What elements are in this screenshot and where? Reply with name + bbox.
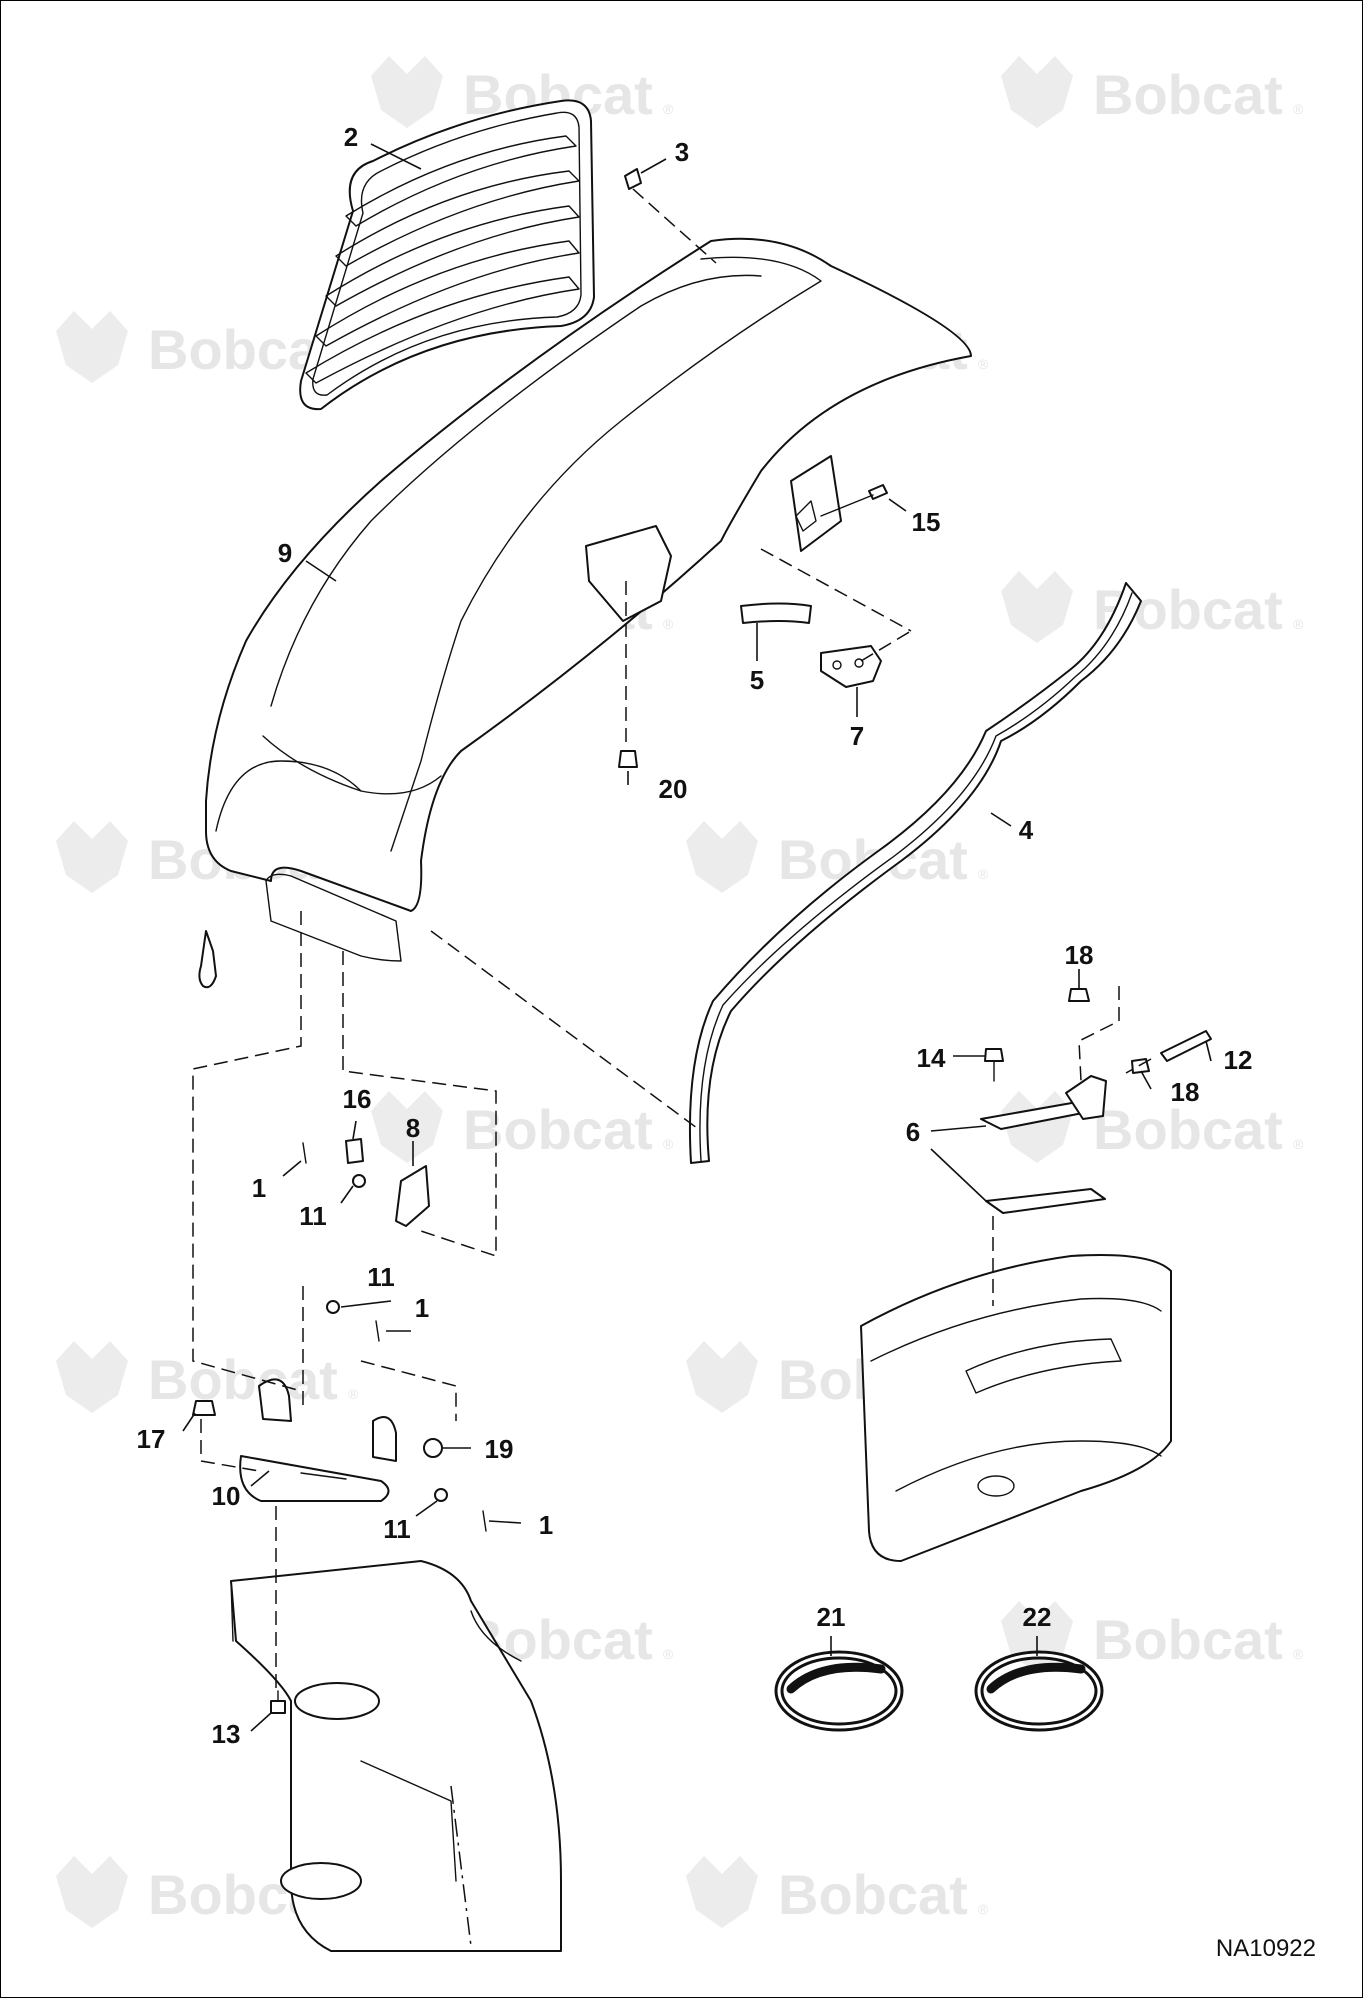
watermark-brand-text: Bobcat [148,1348,338,1411]
part-seal-strip [740,602,812,624]
watermark-registered-mark: ® [663,616,674,632]
part-hood [198,237,972,989]
callout-22: 22 [1023,1602,1052,1632]
part-pin-16 [345,1138,364,1164]
part-seal-coil-22 [974,1650,1104,1732]
part-bolt-14 [984,1048,1004,1082]
callout-9: 9 [278,538,292,568]
callout-11c: 11 [383,1514,411,1544]
watermark-logo: Bobcat ® [686,1856,989,1928]
assembly-lines [192,188,1152,1947]
part-seal-coil-21 [774,1650,904,1732]
callout-7: 7 [850,721,864,751]
part-bolt-15 [820,484,888,517]
part-bracket-6 [980,1075,1107,1214]
callout-18a: 18 [1065,940,1094,970]
callout-11a: 11 [299,1201,327,1231]
drawing-number: NA10922 [1216,1935,1316,1962]
part-plate-10 [239,1378,397,1502]
callout-5: 5 [750,665,764,695]
watermark-registered-mark: ® [663,101,674,117]
callout-15: 15 [912,507,941,537]
part-grille [299,99,595,411]
part-frame-right [860,1254,1172,1562]
callout-2: 2 [344,122,358,152]
callout-1b: 1 [415,1293,429,1323]
watermark-registered-mark: ® [1293,1646,1304,1662]
part-latch-bracket-7 [820,645,882,688]
watermark-logo: Bobcat ® [56,311,359,383]
watermark-logo: Bobcat ® [1001,571,1304,643]
watermark-logo: Bobcat ® [1001,1091,1304,1163]
callout-4: 4 [1019,815,1034,845]
watermark-registered-mark: ® [348,1386,359,1402]
watermark-logo: Bobcat ® [1001,56,1304,128]
callout-20: 20 [659,774,688,804]
watermark-brand-text: Bobcat [1093,1608,1283,1671]
watermark-logo: Bobcat ® [371,1091,674,1163]
watermark-registered-mark: ® [1293,101,1304,117]
callout-8: 8 [406,1113,420,1143]
part-bolt-12 [1160,1030,1212,1062]
callout-1a: 1 [252,1173,266,1203]
watermark-brand-text: Bobcat [778,1863,968,1926]
part-nut-17 [192,1400,216,1416]
part-nut-19 [423,1438,443,1458]
callout-21: 21 [817,1602,846,1632]
watermark-logo: Bobcat ® [56,1341,359,1413]
watermark-registered-mark: ® [978,356,989,372]
callout-14: 14 [917,1043,946,1073]
part-nut-18a [1068,988,1090,1002]
callout-12: 12 [1224,1045,1253,1075]
watermark-brand-text: Bobcat [463,1098,653,1161]
callout-13: 13 [212,1719,241,1749]
callout-18b: 18 [1171,1077,1200,1107]
part-frame-left [230,1560,562,1952]
watermark-brand-text: Bobcat [1093,1098,1283,1161]
part-clip-3 [624,168,642,190]
callout-10: 10 [212,1481,241,1511]
callout-1c: 1 [539,1510,553,1540]
part-washers-11 [326,1174,448,1502]
part-channel-seal [688,582,1142,1164]
callout-labels: 2 3 9 15 5 7 20 4 18 14 12 18 6 16 8 1 1… [137,122,1253,1749]
watermark-brand-text: Bobcat [1093,63,1283,126]
part-hinge-8 [395,1165,430,1227]
callout-3: 3 [675,137,689,167]
callout-11b: 11 [367,1262,395,1292]
callout-6: 6 [906,1117,920,1147]
callout-16: 16 [343,1084,372,1114]
watermark-registered-mark: ® [663,1136,674,1152]
watermark-registered-mark: ® [1293,1136,1304,1152]
part-cotter-pins-1 [302,1142,487,1532]
watermark-registered-mark: ® [1293,616,1304,632]
part-bumper-20 [618,750,638,768]
part-bolt-13 [270,1690,286,1714]
watermark-registered-mark: ® [978,866,989,882]
callout-17: 17 [137,1424,166,1454]
leader-lines [182,143,1212,1732]
watermark-registered-mark: ® [978,1901,989,1917]
watermark-registered-mark: ® [663,1646,674,1662]
callout-19: 19 [485,1434,514,1464]
